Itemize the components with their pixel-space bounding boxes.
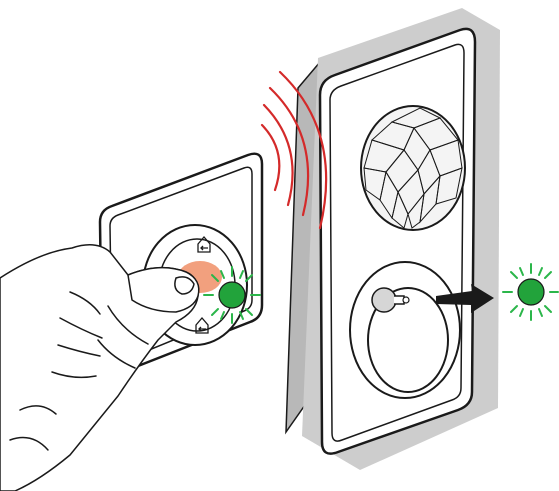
socket-pin-tip	[402, 296, 410, 304]
house-arrow-icon	[195, 317, 209, 334]
wave-4	[278, 70, 328, 230]
motion-sensor	[360, 105, 466, 231]
green-led-icon	[502, 263, 559, 321]
wrist-lines	[9, 405, 57, 451]
receiver-socket	[349, 261, 461, 399]
hand-illustration	[0, 244, 200, 491]
arrow-right-icon	[436, 284, 494, 313]
finger-back	[97, 305, 149, 369]
wave-1	[260, 123, 281, 192]
receiver-device	[318, 27, 477, 455]
led-dot	[517, 278, 545, 306]
arrow-shape	[436, 284, 494, 313]
wave-2	[262, 103, 294, 207]
green-led-icon	[203, 266, 261, 324]
socket-knob	[371, 287, 397, 313]
radio-waves-icon	[260, 70, 328, 230]
finger-lines	[51, 291, 103, 379]
sensor-facets	[363, 107, 463, 229]
sensor-dome	[360, 105, 466, 231]
wave-3	[268, 86, 310, 217]
thumbnail	[174, 276, 195, 295]
socket-inner-ring	[367, 287, 449, 393]
led-dot	[218, 281, 246, 309]
house-arrow-icon	[197, 236, 211, 253]
